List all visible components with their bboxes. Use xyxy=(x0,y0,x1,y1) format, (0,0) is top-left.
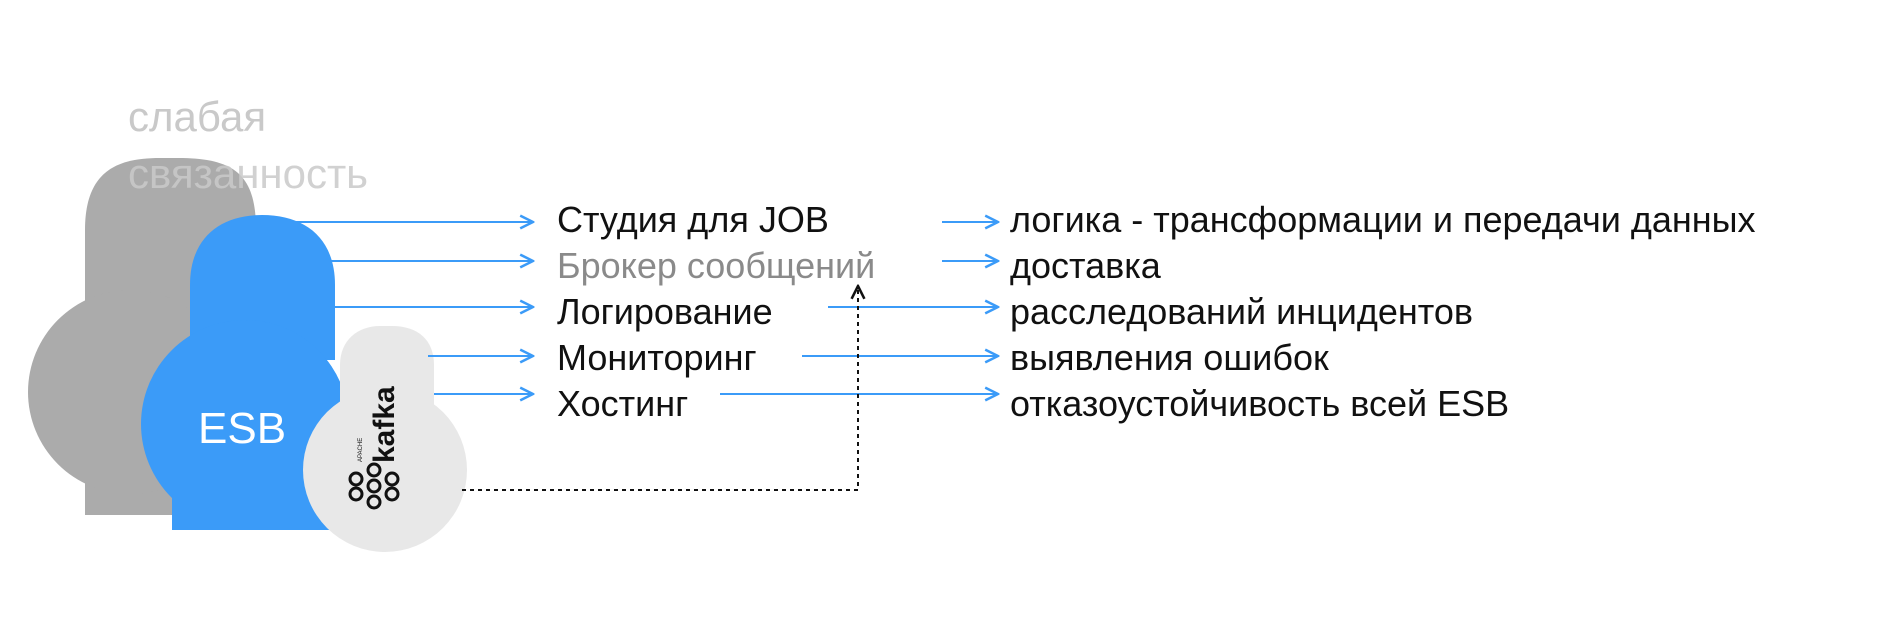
kafka-logo-small-text: APACHE xyxy=(358,438,364,462)
component-label-1: Студия для JOB xyxy=(557,199,829,240)
component-label-4: Мониторинг xyxy=(557,337,757,378)
component-arrows xyxy=(292,222,533,394)
kafka-cloud-shape xyxy=(303,326,467,552)
kafka-broker-dotted-connector xyxy=(462,286,858,491)
purpose-label-4: выявления ошибок xyxy=(1010,337,1329,378)
component-label-5: Хостинг xyxy=(557,383,688,424)
purpose-label-5: отказоустойчивость всей ESB xyxy=(1010,383,1509,424)
caption-line1: слабая xyxy=(128,93,266,140)
esb-cloud-shape xyxy=(141,215,368,530)
purpose-label-2: доставка xyxy=(1010,245,1162,286)
esb-label: ESB xyxy=(198,404,286,453)
purpose-label-3: расследований инцидентов xyxy=(1010,291,1473,332)
component-label-3: Логирование xyxy=(557,291,773,332)
kafka-logo-word: kafka xyxy=(368,386,401,463)
caption-line2: связанность xyxy=(128,150,368,197)
purpose-arrows xyxy=(720,222,998,394)
purpose-label-1: логика - трансформации и передачи данных xyxy=(1010,199,1756,240)
kafka-logo-icon: kafka APACHE xyxy=(348,386,401,510)
component-label-2: Брокер сообщений xyxy=(557,245,875,286)
